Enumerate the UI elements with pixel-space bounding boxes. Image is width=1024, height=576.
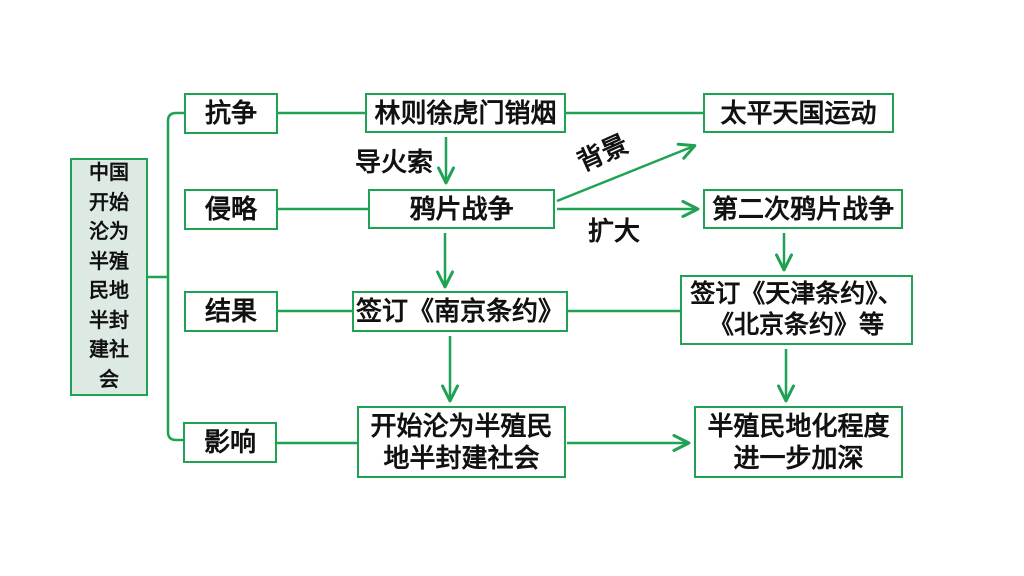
node-nanjing-treaty-label: 签订《南京条约》 <box>355 296 564 327</box>
category-result-label: 结果 <box>204 296 257 327</box>
node-deepen-semi-colonial: 半殖民地化程度 进一步加深 <box>694 406 903 478</box>
node-deepen-semi-colonial-label: 半殖民地化程度 进一步加深 <box>707 410 889 475</box>
category-result: 结果 <box>184 291 278 332</box>
category-invasion: 侵略 <box>184 189 278 230</box>
category-resistance-label: 抗争 <box>204 98 257 129</box>
deepen-line-1: 半殖民地化程度 <box>707 410 890 441</box>
node-nanjing-treaty: 签订《南京条约》 <box>352 291 568 332</box>
node-opium-war: 鸦片战争 <box>368 189 555 229</box>
edge-label-fuse: 导火索 <box>355 147 434 177</box>
node-taiping-label: 太平天国运动 <box>720 97 877 128</box>
category-resistance: 抗争 <box>184 93 278 134</box>
node-opium-war-label: 鸦片战争 <box>409 193 514 224</box>
edge-root-bracket <box>148 111 184 442</box>
treaty-line-2: 《北京条约》等 <box>708 311 884 339</box>
category-influence-label: 影响 <box>203 427 256 458</box>
edge-opium-taiping-arrow <box>556 142 697 203</box>
node-begin-semi-colonial-label: 开始沦为半殖民 地半封建社会 <box>370 410 552 475</box>
root-box-china-semi-colonial: 中国开始沦为半殖民地半封建社会 <box>70 158 148 396</box>
root-box-label: 中国开始沦为半殖民地半封建社会 <box>89 162 129 391</box>
treaty-line-1: 签订《天津条约》、 <box>690 279 903 308</box>
category-invasion-label: 侵略 <box>204 194 257 225</box>
node-second-opium-war-label: 第二次鸦片战争 <box>711 193 894 224</box>
node-begin-semi-colonial: 开始沦为半殖民 地半封建社会 <box>357 406 566 478</box>
node-second-opium-war: 第二次鸦片战争 <box>703 189 903 229</box>
begin-line-2: 地半封建社会 <box>383 443 540 473</box>
begin-line-1: 开始沦为半殖民 <box>370 410 553 441</box>
node-humen-opium-destruction: 林则徐虎门销烟 <box>365 93 566 133</box>
node-tianjin-beijing-treaties: 签订《天津条约》、 《北京条约》等 <box>680 275 913 345</box>
node-tianjin-beijing-treaties-label: 签订《天津条约》、 《北京条约》等 <box>690 279 903 342</box>
node-taiping-movement: 太平天国运动 <box>703 93 894 133</box>
edge-label-expand: 扩大 <box>588 216 641 246</box>
category-influence: 影响 <box>183 422 277 463</box>
deepen-line-2: 进一步加深 <box>733 443 864 473</box>
node-humen-label: 林则徐虎门销烟 <box>374 97 557 128</box>
